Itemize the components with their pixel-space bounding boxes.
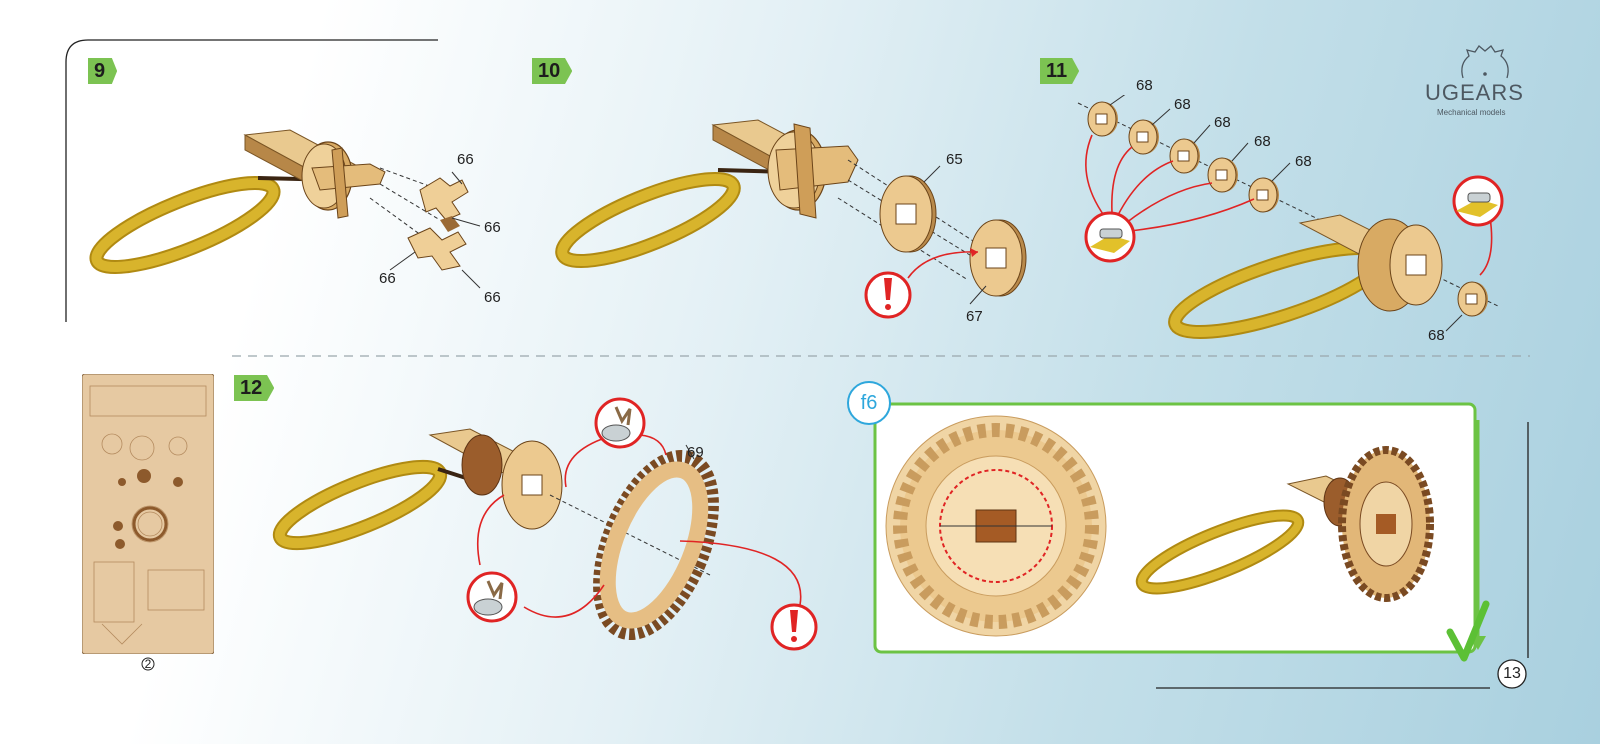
step-9-badge: 9 xyxy=(88,58,118,84)
part-label-66a: 66 xyxy=(457,151,474,168)
checkmark-icon xyxy=(1446,600,1490,662)
step-11-illustration xyxy=(1077,95,1504,340)
glue-pot-icon-b xyxy=(466,571,518,623)
gear-front-view xyxy=(885,415,1107,637)
step-12-illustration xyxy=(272,397,818,651)
glue-icon-a xyxy=(1084,211,1136,263)
part-label-66d: 66 xyxy=(484,289,501,306)
part-65-disc xyxy=(879,175,937,253)
part-label-68e: 68 xyxy=(1295,153,1312,170)
glue-pot-icon-a xyxy=(594,397,646,449)
warning-exclamation-icon-2 xyxy=(770,603,818,651)
step-12-badge: 12 xyxy=(234,375,275,401)
part-label-68b: 68 xyxy=(1174,96,1191,113)
warning-exclamation-icon xyxy=(864,271,912,319)
f6-badge-circle xyxy=(847,381,891,425)
glue-icon-b xyxy=(1452,175,1504,227)
part-label-68c: 68 xyxy=(1214,114,1231,131)
f6-check-box xyxy=(873,402,1486,654)
step-11-badge: 11 xyxy=(1040,58,1080,84)
sheet-number: 2 xyxy=(144,657,152,671)
plywood-sheet-thumbnail xyxy=(82,374,214,654)
part-label-68f: 68 xyxy=(1428,327,1445,344)
f6-label: f6 xyxy=(860,392,878,414)
part-label-66b: 66 xyxy=(484,219,501,236)
assembled-model-view xyxy=(1135,446,1434,602)
part-label-67: 67 xyxy=(966,308,983,325)
part-label-65: 65 xyxy=(946,151,963,168)
part-68-washers xyxy=(1087,101,1488,317)
gear-logo-icon xyxy=(1461,45,1509,79)
brand-tagline: Mechanical models xyxy=(1437,108,1506,117)
part-67-disc xyxy=(969,219,1027,297)
page-number-circle xyxy=(1497,659,1527,689)
page-number: 13 xyxy=(1503,665,1521,682)
step-10-illustration xyxy=(555,119,1027,319)
part-69-gear-ring xyxy=(593,449,719,641)
step-9-illustration xyxy=(89,129,481,289)
rubber-strap xyxy=(89,176,281,274)
sheet-number-circle xyxy=(141,657,155,671)
part-label-69: 69 xyxy=(687,444,704,461)
part-label-68d: 68 xyxy=(1254,133,1271,150)
part-label-68a: 68 xyxy=(1136,77,1153,94)
part-66-pieces xyxy=(407,177,469,271)
part-label-66c: 66 xyxy=(379,270,396,287)
brand-name: UGEARS xyxy=(1425,80,1524,105)
shaft-assembly xyxy=(243,129,386,219)
step-10-badge: 10 xyxy=(532,58,573,84)
